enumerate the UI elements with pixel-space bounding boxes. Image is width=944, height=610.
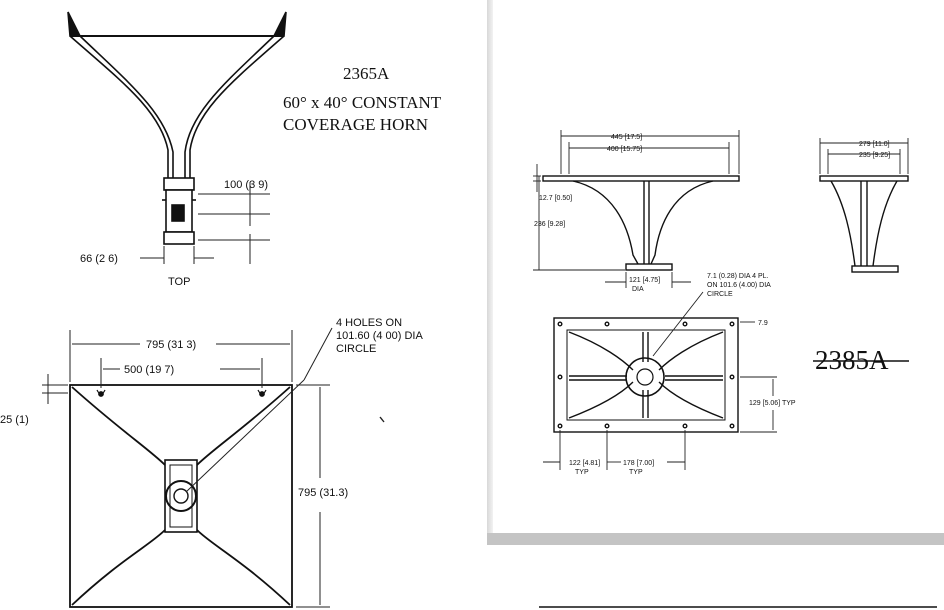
model-label-2385a: 2385A xyxy=(815,345,889,375)
page-gutter xyxy=(487,0,493,610)
dim-121-label: 121 [4.75] xyxy=(629,277,660,284)
horn-top-view xyxy=(67,11,287,245)
dim-178-label: 178 [7.00] xyxy=(623,460,654,467)
horn-end-view xyxy=(819,175,909,273)
front-view-dimensions xyxy=(42,327,385,608)
end-view-dimensions xyxy=(819,138,909,174)
dim-235-label: 235 [9.25] xyxy=(859,152,890,159)
holes-note-line-2: 101.60 (4 00) DIA xyxy=(336,330,423,342)
horn-side-view xyxy=(542,175,740,271)
front-view-2385a-dimensions xyxy=(543,291,777,470)
right-page-drawing: 445 [17.5] 400 [15.75] 12.7 [0.50] 236 [… xyxy=(533,130,909,476)
dim-445-label: 445 [17.5] xyxy=(611,134,642,141)
next-page-top xyxy=(487,545,944,610)
top-view-dimensions xyxy=(140,182,270,264)
dim-178-typ-label: TYP xyxy=(629,469,643,476)
right-page: 445 [17.5] 400 [15.75] 12.7 [0.50] 236 [… xyxy=(493,0,944,610)
dim-100-label: 100 (3 9) xyxy=(224,179,268,191)
dim-7-9-label: 7.9 xyxy=(758,320,768,327)
dim-279-label: 279 [11.0] xyxy=(859,141,890,148)
dim-12-7-label: 12.7 [0.50] xyxy=(539,195,572,202)
title-line-2: COVERAGE HORN xyxy=(283,115,428,134)
side-view-dimensions xyxy=(533,130,740,288)
top-label: TOP xyxy=(168,276,190,288)
dim-129-label: 129 [5.06] TYP xyxy=(749,400,796,407)
model-title: 2365A xyxy=(343,64,390,83)
dim-122-typ-label: TYP xyxy=(575,469,589,476)
horn-front-view-2385a xyxy=(553,317,739,433)
front-holes-note-line-2: ON 101.6 (4.00) DIA xyxy=(707,282,771,289)
holes-note-line-3: CIRCLE xyxy=(336,343,376,355)
horn-front-view xyxy=(69,384,293,608)
front-holes-note-line-3: CIRCLE xyxy=(707,291,733,298)
holes-note-line-1: 4 HOLES ON xyxy=(336,317,402,329)
left-page-drawing: 100 (3 9) 66 (2 6) TOP 2365A 60° x 40° C… xyxy=(0,11,442,608)
title-line-1: 60° x 40° CONSTANT xyxy=(283,93,442,112)
dim-500-label: 500 (19 7) xyxy=(124,364,174,376)
dim-25-label: 25 (1) xyxy=(0,414,29,426)
dim-795-side-label: 795 (31.3) xyxy=(298,487,348,499)
front-holes-note-line-1: 7.1 (0.28) DIA 4 PL. xyxy=(707,273,769,280)
dim-66-label: 66 (2 6) xyxy=(80,253,118,265)
dim-400-label: 400 [15.75] xyxy=(607,146,642,153)
next-page-drawing xyxy=(539,606,937,608)
dim-236-label: 236 [9.28] xyxy=(534,221,565,228)
dim-122-label: 122 [4.81] xyxy=(569,460,600,467)
left-page: 100 (3 9) 66 (2 6) TOP 2365A 60° x 40° C… xyxy=(0,11,442,608)
page-separator xyxy=(487,533,944,545)
dim-121-dia-label: DIA xyxy=(632,286,644,293)
dim-795-top-label: 795 (31 3) xyxy=(146,339,196,351)
